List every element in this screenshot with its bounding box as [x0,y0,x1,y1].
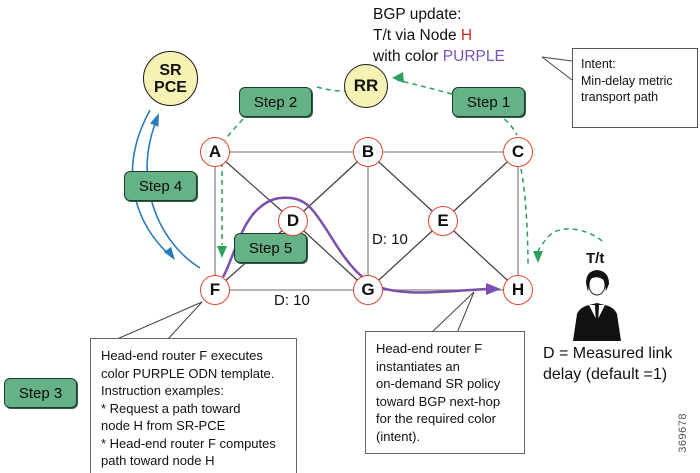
link-b-g-delay-label: D: 10 [372,231,408,248]
link-e-g [367,220,444,291]
dashed-step2-to-a [224,118,244,141]
green-arrowhead-at-rr [392,72,404,83]
sr-pce-node: SR PCE [143,51,198,106]
color-purple-highlight: PURPLE [442,48,505,65]
link-e-h [442,220,519,291]
topology-links-diagonal [214,151,519,291]
router-node-f: F [200,275,230,305]
route-reflector-node: RR [344,64,388,108]
blue-arrowhead-down [163,246,175,260]
router-node-g: G [353,275,383,305]
step-2-badge: Step 2 [239,87,312,117]
left-callout-pointer-line [167,301,203,340]
title-line-3: with color PURPLE [373,46,505,67]
headend-sr-policy-callout: Head-end router F instantiates an on-dem… [365,331,525,454]
purple-sr-policy-path [221,196,487,294]
step-5-badge: Step 5 [234,233,307,263]
middle-callout-pointer-line [430,291,475,334]
title-line-2: T/t via Node H [373,25,505,46]
link-e-c [442,151,519,222]
node-h-highlight: H [460,27,473,44]
title-line-3-text: with color [373,48,443,65]
dashed-rr-to-step2 [316,86,346,92]
traffic-label: T/t [586,250,605,267]
bgp-update-title: BGP update: T/t via Node H with color PU… [373,4,505,67]
blue-arrowhead-up [150,113,159,127]
intent-callout-box: Intent: Min-delay metric transport path [572,48,698,128]
step-1-badge: Step 1 [452,87,525,117]
dashed-step1-to-rr [396,79,453,95]
topology-links-orthogonal [214,151,519,291]
router-node-e: E [428,206,458,236]
step-3-badge: Step 3 [4,378,77,408]
green-arrowhead-at-f [217,246,227,258]
title-line-2-text: T/t via Node [373,27,461,44]
blue-arc-up [146,116,201,269]
router-node-h: H [503,275,533,305]
link-d-g [292,220,369,291]
router-node-c: C [503,137,533,167]
figure-id-watermark: 369678 [677,413,689,453]
link-b-e [367,151,444,222]
headend-odn-template-callout: Head-end router F executes color PURPLE … [90,338,297,473]
intent-pointer-line [541,56,573,62]
person-icon [573,270,621,341]
router-node-d: D [278,206,308,236]
blue-arrowheads [150,113,175,260]
left-callout-pointer-line [116,301,203,340]
purple-arrowhead-at-h [486,283,501,295]
dashed-c-to-step1 [496,113,518,136]
middle-callout-pointer-line [456,291,475,334]
router-node-b: B [353,137,383,167]
green-arrowheads [217,72,543,263]
intent-pointer-line [541,56,573,81]
delay-legend: D = Measured link delay (default =1) [543,345,673,383]
title-line-1: BGP update: [373,6,462,23]
dashed-h-to-c [520,168,529,267]
router-node-a: A [200,137,230,167]
callout-pointers [116,56,573,340]
dashed-traffic-to-h [537,228,603,252]
green-arrowhead-at-h [533,251,543,263]
link-f-g-delay-label: D: 10 [274,292,310,309]
link-d-b [292,151,369,222]
step-4-badge: Step 4 [124,171,197,201]
link-a-d [214,151,294,222]
